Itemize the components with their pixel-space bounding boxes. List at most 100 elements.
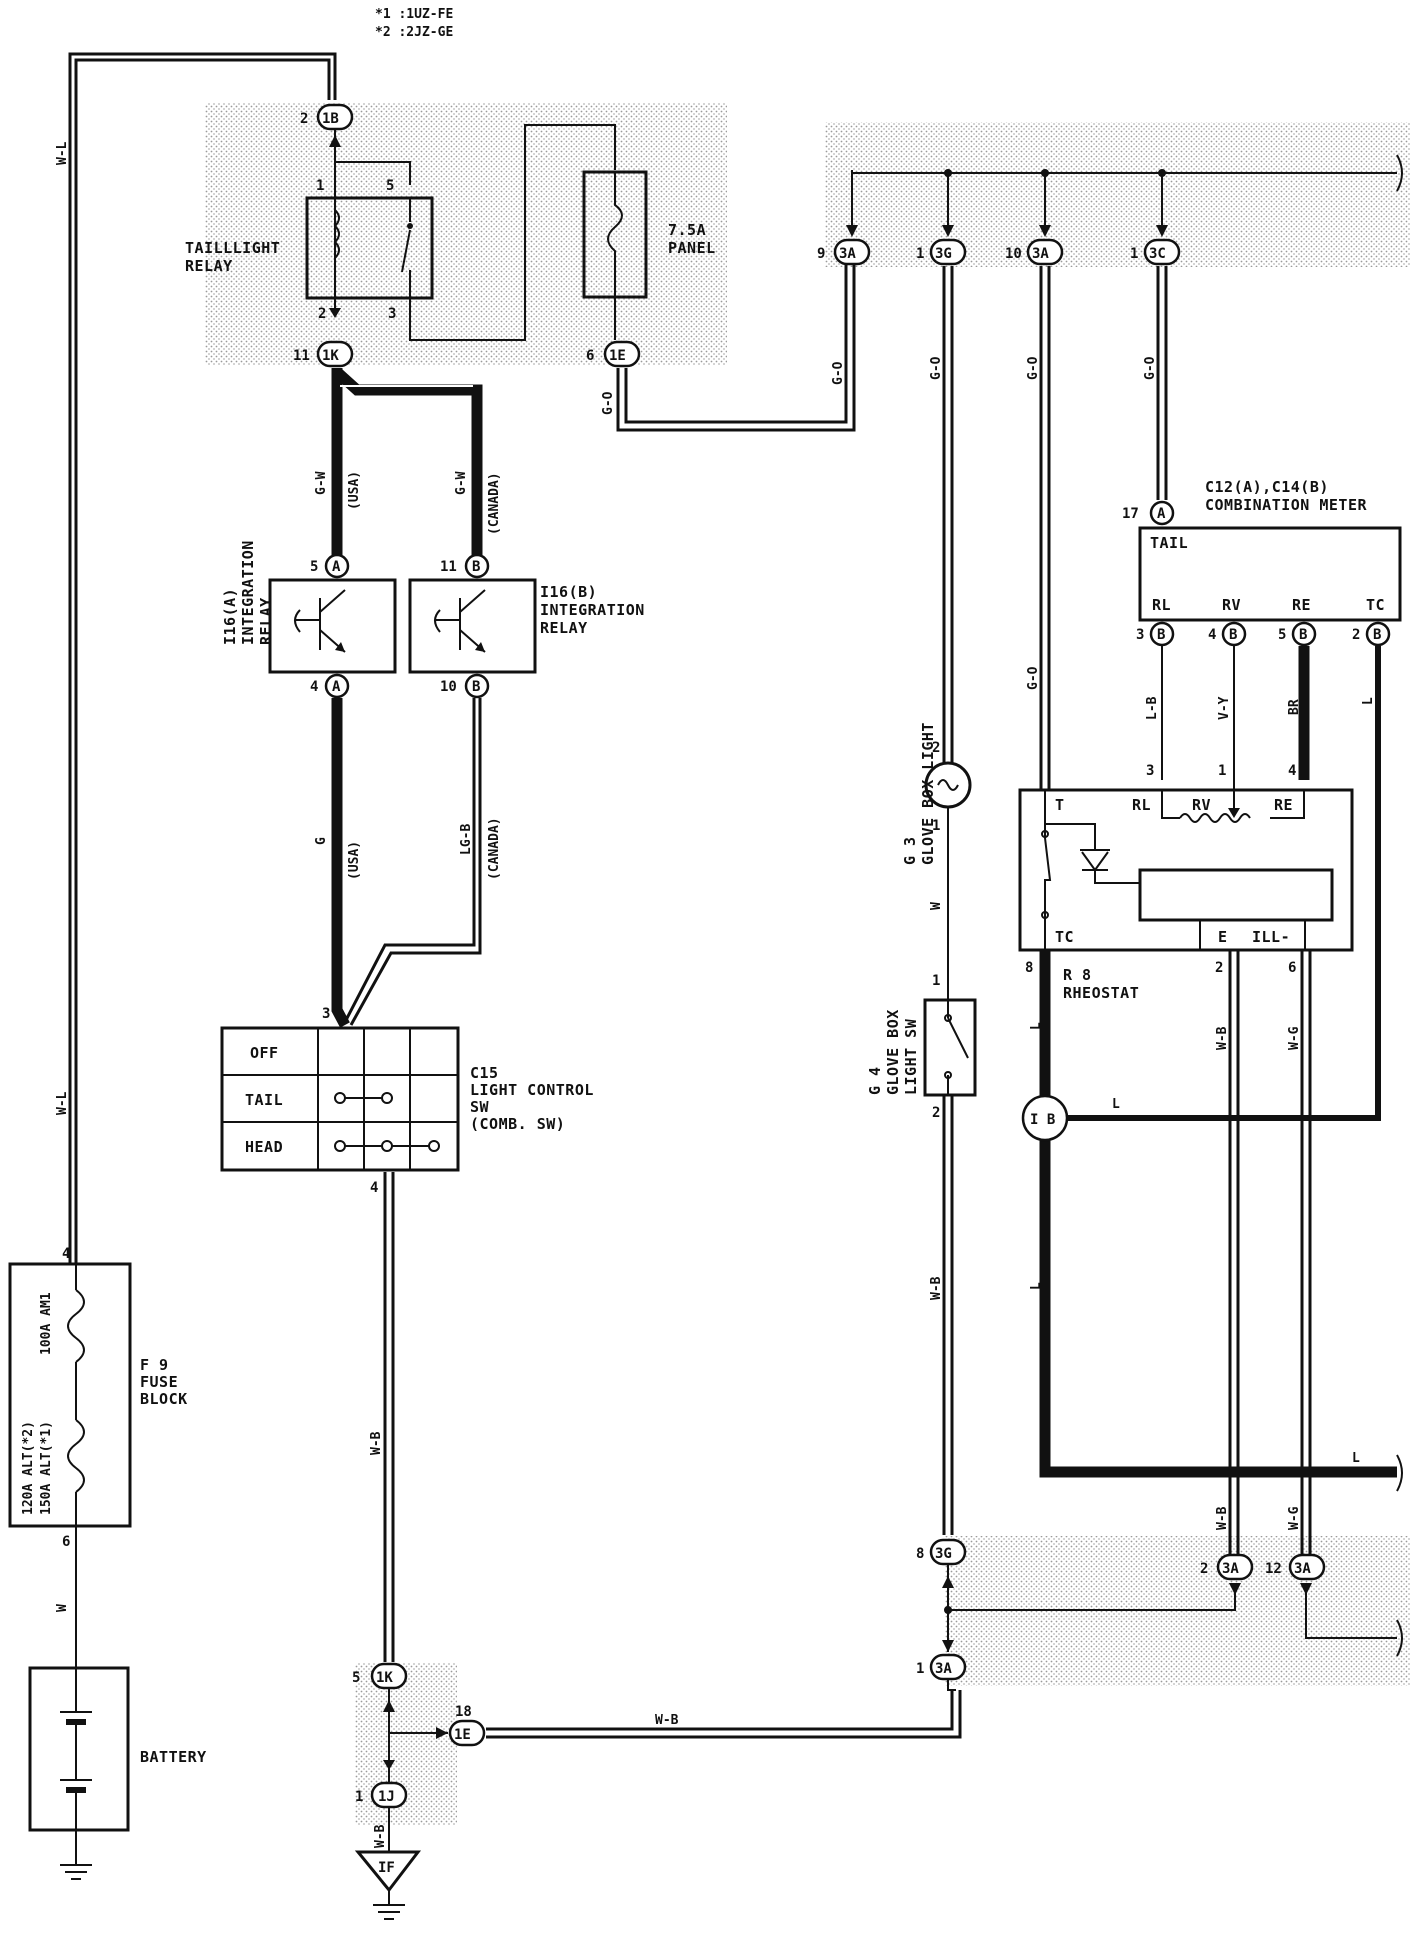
svg-text:1K: 1K <box>322 348 339 364</box>
taillight-relay-box <box>305 196 434 300</box>
rheo-t: T <box>1055 796 1065 814</box>
svg-text:2: 2 <box>932 1105 940 1121</box>
svg-text:B: B <box>1157 627 1165 643</box>
connector-3g-pin8: 3G 8 <box>916 1538 967 1566</box>
connector-1e-bottom: 1E 18 <box>448 1704 486 1747</box>
svg-text:1: 1 <box>1218 763 1226 779</box>
wire-w-b-rheostat <box>1228 950 1240 1555</box>
svg-text:5: 5 <box>310 559 318 575</box>
svg-text:1E: 1E <box>609 348 626 364</box>
svg-text:G-O: G-O <box>1143 356 1158 380</box>
svg-text:L: L <box>1112 1097 1120 1112</box>
svg-text:3C: 3C <box>1149 246 1166 262</box>
connector-1e-top: 1E 6 <box>586 340 641 368</box>
svg-text:W-G: W-G <box>1287 1026 1302 1050</box>
svg-text:I B: I B <box>1030 1112 1055 1128</box>
wire-w-g-rheostat <box>1300 950 1312 1555</box>
integration-relay-a-label: I16(A)INTEGRATIONRELAY <box>221 540 275 645</box>
connector-3g-pin1: 3G1 <box>916 238 967 266</box>
svg-text:W-B: W-B <box>929 1276 944 1300</box>
wire-g <box>331 698 350 1028</box>
junction-block-shading <box>205 103 1410 1825</box>
svg-text:4: 4 <box>1208 627 1216 643</box>
svg-text:5: 5 <box>352 1670 360 1686</box>
svg-text:L: L <box>1361 697 1376 705</box>
wire-w-b-left <box>383 1172 395 1662</box>
wire-g-o-bus <box>616 262 856 432</box>
svg-text:A: A <box>332 679 341 695</box>
rheo-tc: TC <box>1055 928 1074 946</box>
meter-rv: RV <box>1222 596 1241 614</box>
svg-text:L-B: L-B <box>1145 696 1160 720</box>
meter-rl: RL <box>1152 596 1171 614</box>
wire-lg-b <box>343 698 482 1026</box>
svg-text:2: 2 <box>300 111 308 127</box>
fuse-100a: 100A AM1 <box>39 1292 54 1355</box>
svg-text:W-B: W-B <box>1215 1026 1230 1050</box>
svg-text:4: 4 <box>310 679 318 695</box>
wire-g-w <box>331 367 483 555</box>
fuse-150a: 150A ALT(*1) <box>39 1421 54 1515</box>
svg-text:3: 3 <box>1136 627 1144 643</box>
wire-w-b-bottom <box>486 1690 962 1739</box>
svg-text:(USA): (USA) <box>347 471 362 510</box>
switch-pos-head: HEAD <box>245 1138 283 1156</box>
rheo-e: E <box>1218 928 1228 946</box>
svg-text:BR: BR <box>1287 699 1302 715</box>
combination-meter-box <box>1138 526 1402 622</box>
svg-text:8: 8 <box>916 1546 924 1562</box>
svg-text:1K: 1K <box>376 1670 393 1686</box>
svg-text:B: B <box>1373 627 1381 643</box>
svg-text:B: B <box>472 679 480 695</box>
svg-text:4: 4 <box>370 1180 378 1196</box>
svg-text:W: W <box>929 902 944 910</box>
wire-label-w-l-bottom: W-L <box>55 1091 70 1115</box>
svg-text:3G: 3G <box>935 1546 952 1562</box>
svg-text:G-W: G-W <box>314 471 329 495</box>
connector-3a-pin2: 3A2 <box>1200 1553 1254 1581</box>
svg-text:(CANADA): (CANADA) <box>487 817 502 880</box>
svg-text:3A: 3A <box>1032 246 1049 262</box>
svg-text:3A: 3A <box>1222 1561 1239 1577</box>
connector-1j: 1J 1 <box>355 1781 408 1809</box>
svg-text:(CANADA): (CANADA) <box>487 472 502 535</box>
wire-g-o-verticals <box>942 266 1168 790</box>
svg-text:LG-B: LG-B <box>459 824 474 855</box>
svg-text:(USA): (USA) <box>347 841 362 880</box>
svg-text:1E: 1E <box>454 1727 471 1743</box>
svg-text:W: W <box>55 1604 70 1612</box>
svg-text:G: G <box>314 837 329 845</box>
svg-text:G-O: G-O <box>1026 666 1041 690</box>
combination-meter-label: C12(A),C14(B)COMBINATION METER <box>1205 478 1367 514</box>
connector-a-pin5: A 5 <box>310 553 350 579</box>
glove-box-light-sw-box <box>923 998 977 1097</box>
connector-3a-pin1: 3A1 <box>916 1653 967 1681</box>
svg-text:11: 11 <box>440 559 457 575</box>
svg-text:B: B <box>472 559 480 575</box>
rheo-ill: ILL- <box>1252 928 1290 946</box>
rheo-rv: RV <box>1192 796 1211 814</box>
meter-pins: B3 B4 B5 B2 <box>1136 621 1391 647</box>
switch-pos-tail: TAIL <box>245 1091 283 1109</box>
svg-text:G-O: G-O <box>601 391 616 415</box>
svg-text:1: 1 <box>932 973 940 989</box>
wire-label-w-l-top: W-L <box>55 141 70 165</box>
svg-text:G-O: G-O <box>1026 356 1041 380</box>
meter-tail: TAIL <box>1150 534 1188 552</box>
fuse-120a: 120A ALT(*2) <box>21 1421 36 1515</box>
svg-text:1B: 1B <box>322 111 339 127</box>
svg-text:1: 1 <box>916 246 924 262</box>
svg-text:B: B <box>1229 627 1237 643</box>
svg-text:2: 2 <box>318 306 326 322</box>
svg-text:G-W: G-W <box>454 471 469 495</box>
svg-text:1: 1 <box>355 1789 363 1805</box>
svg-text:2: 2 <box>1215 960 1223 976</box>
svg-text:2: 2 <box>1352 627 1360 643</box>
rheo-rl: RL <box>1132 796 1151 814</box>
svg-text:1: 1 <box>1130 246 1138 262</box>
svg-text:5: 5 <box>386 178 394 194</box>
